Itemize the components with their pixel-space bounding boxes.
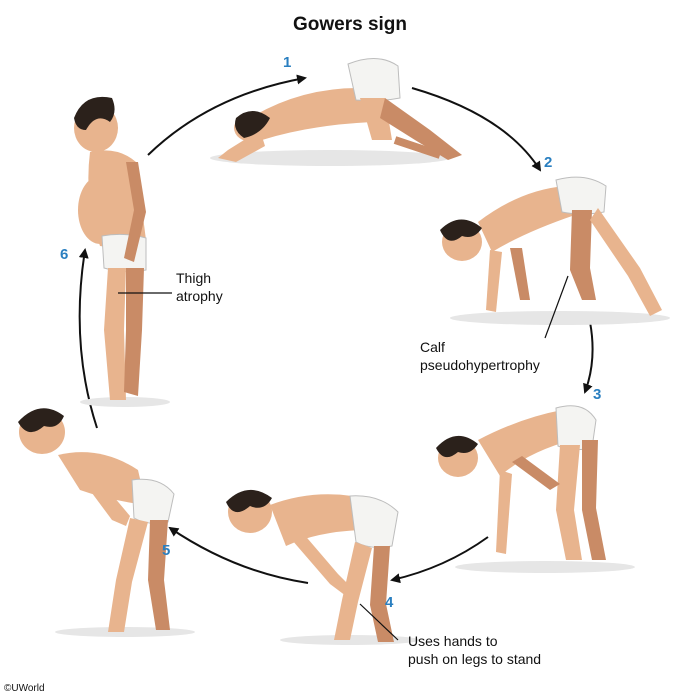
arrow-6-to-1: [147, 74, 307, 156]
calf-pseudohypertrophy-label: Calf pseudohypertrophy: [420, 338, 540, 374]
hands-label-line-2: push on legs to stand: [408, 651, 542, 667]
step-number-4: 4: [385, 594, 394, 611]
arrow-1-to-2: [411, 87, 542, 172]
arrow-4-to-5: [168, 526, 309, 584]
arrow-5-to-6: [78, 248, 98, 429]
hands-label-line-1: Uses hands to: [408, 633, 498, 649]
thigh-atrophy-label: Thigh atrophy: [176, 269, 223, 305]
figure-step-1: [210, 58, 462, 166]
step-number-6: 6: [60, 246, 69, 263]
step-number-3: 3: [593, 386, 602, 403]
hands-leader-line: [359, 603, 399, 641]
copyright-notice: ©UWorld: [4, 683, 45, 694]
step-number-5: 5: [162, 542, 171, 559]
figure-step-4: [226, 489, 420, 645]
figure-step-5: [18, 408, 195, 637]
calf-label-line-2: pseudohypertrophy: [420, 357, 540, 373]
step-number-2: 2: [544, 154, 553, 171]
step-number-1: 1: [283, 54, 292, 71]
figure-step-2: [440, 176, 670, 325]
calf-label-line-1: Calf: [420, 339, 445, 355]
thigh-label-line-1: Thigh: [176, 270, 212, 286]
diagram-title: Gowers sign: [292, 14, 408, 35]
calf-leader-line: [544, 275, 569, 339]
figure-step-6: [74, 96, 170, 407]
thigh-label-line-2: atrophy: [176, 288, 223, 304]
arrow-3-to-4: [390, 536, 489, 584]
arrow-2-to-3: [583, 321, 594, 394]
figure-step-3: [436, 405, 635, 573]
hands-push-label: Uses hands to push on legs to stand: [408, 632, 541, 668]
